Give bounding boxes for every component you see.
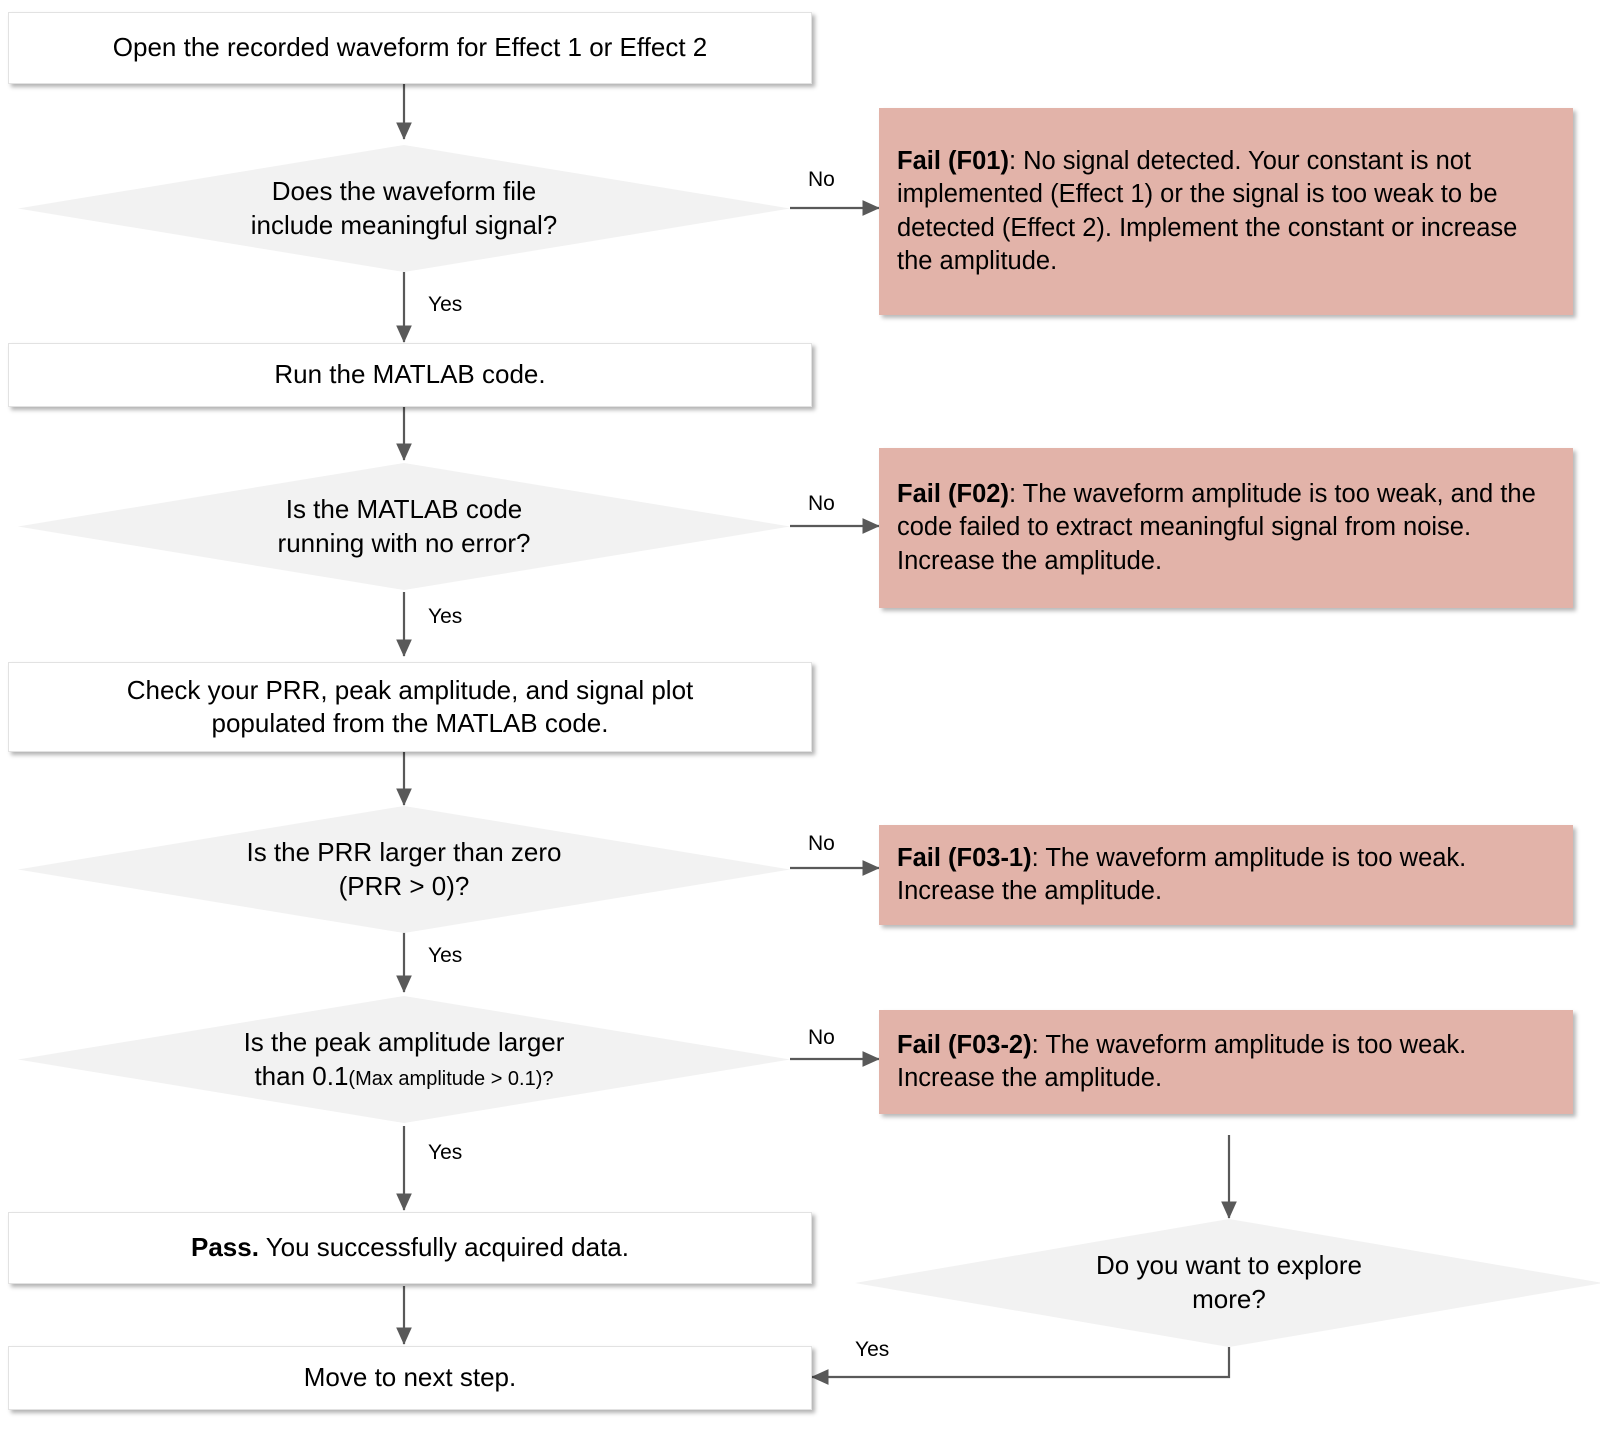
edge-label-no-1: No	[808, 168, 835, 191]
edge-label-no-3: No	[808, 832, 835, 855]
fail-box-f02[interactable]: Fail (F02): The waveform amplitude is to…	[879, 448, 1573, 608]
decision-matlab-no-error-shape	[18, 463, 790, 590]
node-pass-rest: You successfully acquired data.	[258, 1232, 629, 1263]
edge-label-yes-1: Yes	[428, 293, 463, 316]
node-check-prr-line2: populated from the MATLAB code.	[211, 708, 609, 738]
fail-f03-1-body: : The waveform amplitude is too weak. In…	[897, 843, 1467, 905]
decision-prr-gt-zero-shape	[18, 806, 790, 933]
node-check-prr[interactable]: Check your PRR, peak amplitude, and sign…	[8, 662, 812, 752]
fail-box-f03-1[interactable]: Fail (F03-1): The waveform amplitude is …	[879, 825, 1573, 925]
edge-label-no-2: No	[808, 492, 835, 515]
edge-label-yes-2: Yes	[428, 605, 463, 628]
node-check-prr-line1: Check your PRR, peak amplitude, and sign…	[126, 674, 694, 705]
fail-f02-code: Fail (F02)	[897, 480, 1009, 509]
edge-label-yes-5: Yes	[855, 1338, 890, 1361]
fail-f01-body: : No signal detected. Your constant is n…	[897, 147, 1518, 275]
decision-matlab-no-error[interactable]: Is the MATLAB code running with no error…	[18, 463, 790, 590]
decision-meaningful-signal[interactable]: Does the waveform file include meaningfu…	[18, 145, 790, 272]
fail-f03-2-body: : The waveform amplitude is too weak. In…	[897, 1030, 1467, 1092]
node-pass[interactable]: Pass. You successfully acquired data.	[8, 1212, 812, 1284]
decision-meaningful-signal-shape	[18, 145, 790, 272]
decision-explore-more-shape	[855, 1219, 1600, 1347]
fail-f03-2-code: Fail (F03-2)	[897, 1030, 1032, 1059]
node-open-waveform-label: Open the recorded waveform for Effect 1 …	[112, 32, 708, 63]
edge-label-yes-4: Yes	[428, 1141, 463, 1164]
node-run-matlab-label: Run the MATLAB code.	[274, 359, 546, 390]
fail-f02-body: : The waveform amplitude is too weak, an…	[897, 480, 1536, 575]
decision-explore-more[interactable]: Do you want to explore more?	[855, 1219, 1600, 1347]
node-open-waveform[interactable]: Open the recorded waveform for Effect 1 …	[8, 12, 812, 84]
fail-f03-1-code: Fail (F03-1)	[897, 843, 1032, 872]
decision-peak-amplitude-shape	[18, 996, 790, 1123]
node-run-matlab[interactable]: Run the MATLAB code.	[8, 343, 812, 407]
edge-label-no-4: No	[808, 1026, 835, 1049]
node-pass-bold: Pass.	[191, 1232, 259, 1263]
decision-prr-gt-zero[interactable]: Is the PRR larger than zero (PRR > 0)?	[18, 806, 790, 933]
fail-box-f03-2[interactable]: Fail (F03-2): The waveform amplitude is …	[879, 1010, 1573, 1114]
node-move-next-step-label: Move to next step.	[303, 1362, 517, 1393]
fail-f01-code: Fail (F01)	[897, 147, 1009, 176]
decision-peak-amplitude[interactable]: Is the peak amplitude larger than 0.1(Ma…	[18, 996, 790, 1123]
node-move-next-step[interactable]: Move to next step.	[8, 1346, 812, 1410]
fail-box-f01[interactable]: Fail (F01): No signal detected. Your con…	[879, 108, 1573, 315]
edge-label-yes-3: Yes	[428, 944, 463, 967]
